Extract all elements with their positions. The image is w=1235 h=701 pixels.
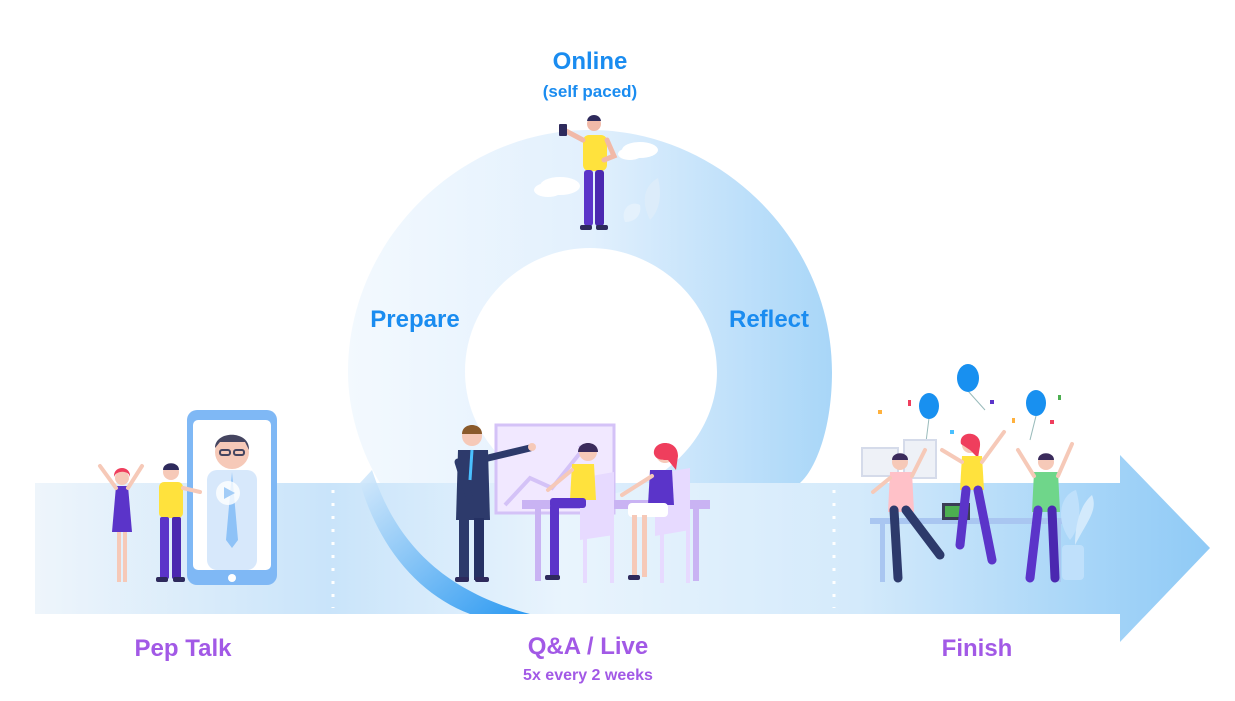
qa-live-illustration bbox=[454, 423, 710, 583]
pep-talk-illustration bbox=[98, 410, 277, 585]
reflect-label: Reflect bbox=[728, 306, 810, 333]
stage-pep-talk-title: Pep Talk bbox=[134, 635, 232, 662]
online-title: Online bbox=[552, 48, 628, 75]
stage-qa-live-title: Q&A / Live bbox=[527, 633, 649, 660]
prepare-label: Prepare bbox=[370, 306, 460, 333]
cycle-loop bbox=[348, 130, 832, 496]
stage-finish-title: Finish bbox=[941, 635, 1013, 662]
finish-illustration bbox=[861, 364, 1094, 583]
online-subtitle: (self paced) bbox=[542, 82, 638, 101]
cycle-loop-tail bbox=[360, 470, 530, 614]
stage-qa-live-subtitle: 5x every 2 weeks bbox=[523, 667, 653, 684]
online-learner-illustration bbox=[534, 115, 660, 230]
timeline-arrow bbox=[35, 455, 1210, 642]
